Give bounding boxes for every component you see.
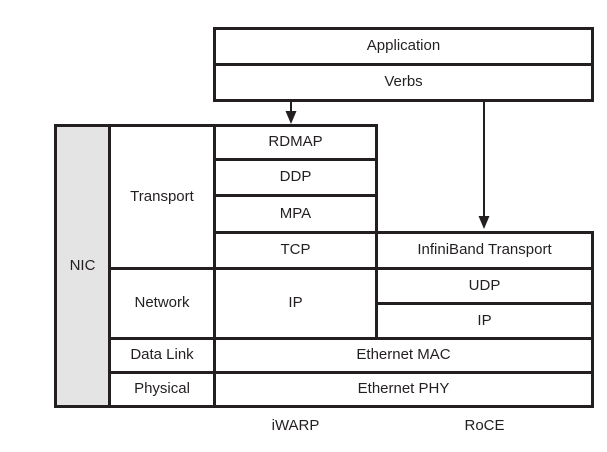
down-arrow-icon-verbs-to-iwarp [285,100,297,124]
layer-datalink-label: Data Link [108,337,216,374]
layer-physical-label: Physical [108,371,216,408]
roce-ib-transport-box: InfiniBand Transport [375,231,594,270]
layer-transport-label: Transport [108,124,216,270]
iwarp-ip-box: IP [213,267,378,340]
application-box: Application [213,27,594,66]
iwarp-tcp-box: TCP [213,231,378,270]
iwarp-rdmap-box: RDMAP [213,124,378,161]
roce-caption: RoCE [464,416,505,434]
verbs-box: Verbs [213,63,594,102]
layer-network-label: Network [108,267,216,340]
ethernet-mac-box: Ethernet MAC [213,337,594,374]
down-arrow-icon-verbs-to-roce [478,100,490,229]
iwarp-caption: iWARP [271,416,320,434]
iwarp-mpa-box: MPA [213,194,378,234]
iwarp-ddp-box: DDP [213,158,378,197]
ethernet-phy-box: Ethernet PHY [213,371,594,408]
roce-ip-box: IP [375,302,594,340]
nic-column: NIC [54,124,111,408]
roce-udp-box: UDP [375,267,594,305]
